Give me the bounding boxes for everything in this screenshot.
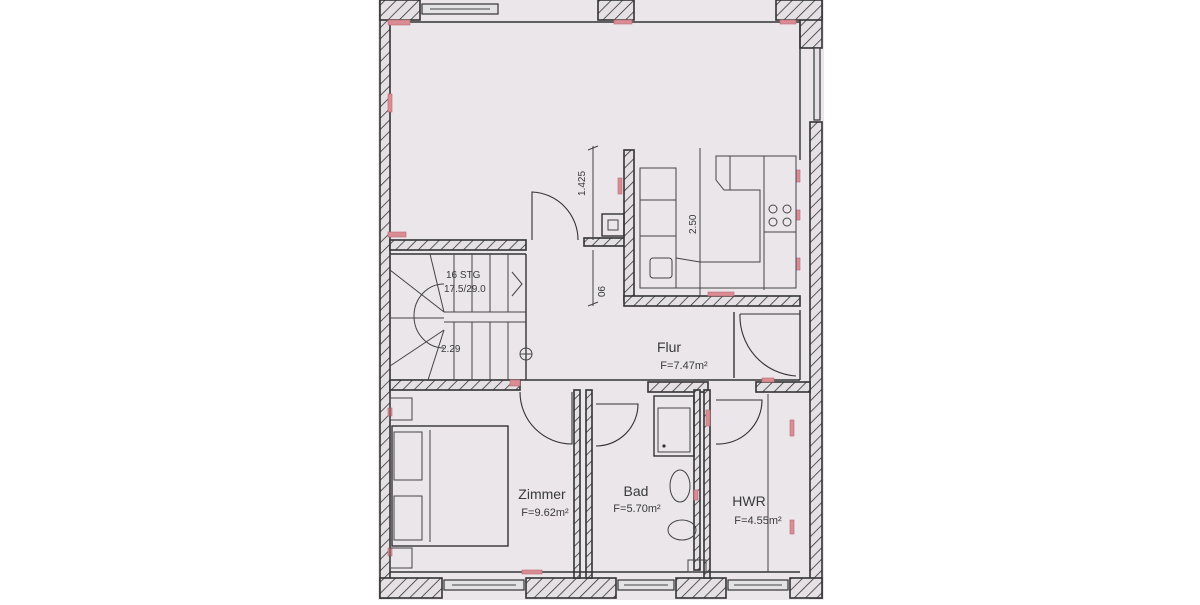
stair-treads [389,253,509,381]
room-name-zimmer: Zimmer [518,486,566,502]
room-area-flur: F=7.47m² [660,360,708,372]
staircase [389,253,533,381]
floor-plan-drawing: Flur F=7.47m² Zimmer F=9.62m² Bad F=5.70… [379,0,823,599]
bed [389,397,509,569]
room-name-hwr: HWR [732,493,765,509]
room-area-zimmer: F=9.62m² [521,507,569,519]
room-name-flur: Flur [657,339,681,355]
floor-plan: Flur F=7.47m² Zimmer F=9.62m² Bad F=5.70… [378,0,824,600]
windows [421,3,821,591]
doors [519,191,800,447]
room-name-bad: Bad [624,483,649,499]
kitchen-furniture [601,155,797,290]
dimension-lines [587,145,701,307]
stair-width-label: 2.29 [441,344,461,355]
dimension-90: 90 [595,286,606,298]
stair-ratio-label: 17.5/29.0 [444,284,486,295]
dimension-1425: 1.425 [577,171,588,196]
room-area-hwr: F=4.55m² [734,515,782,527]
labels: Flur F=7.47m² Zimmer F=9.62m² Bad F=5.70… [441,171,782,527]
room-area-bad: F=5.70m² [613,503,661,515]
exterior-walls [379,0,823,599]
dimension-250: 2.50 [688,214,699,234]
bathroom-fixtures [653,394,769,573]
interior-walls [389,21,811,579]
stair-steps-label: 16 STG [446,270,481,281]
